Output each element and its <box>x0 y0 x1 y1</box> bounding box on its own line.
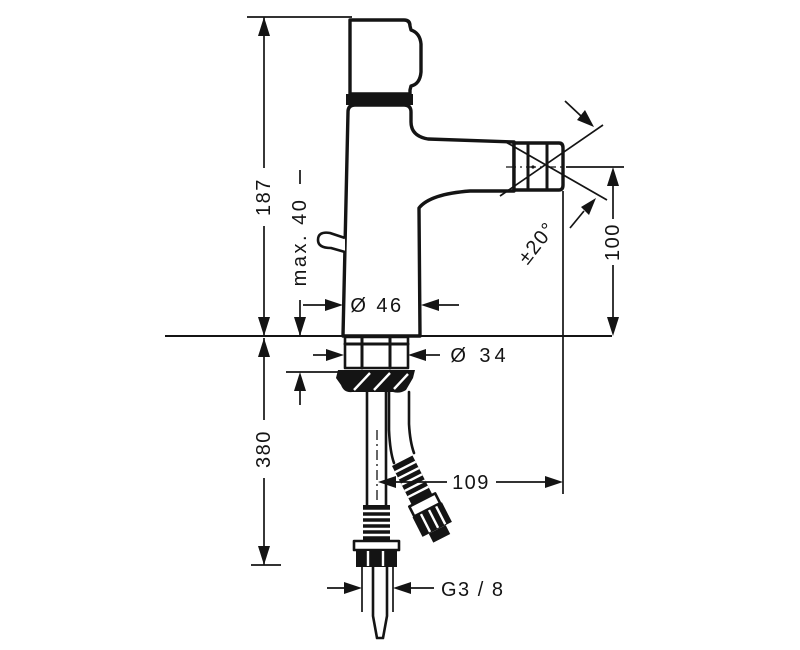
knob-collar-band <box>346 94 413 105</box>
nut-facet <box>427 509 440 529</box>
arrowhead <box>326 349 344 361</box>
dim-label-d34: Ø 34 <box>450 345 509 367</box>
connection-tail-pipe <box>371 565 389 640</box>
arrowhead <box>258 317 270 336</box>
pivot-dot <box>531 165 535 169</box>
arrowhead <box>607 317 619 336</box>
arrowhead <box>294 372 306 391</box>
arrowhead <box>325 299 343 311</box>
arrowhead <box>421 299 439 311</box>
leader-line <box>569 210 585 229</box>
swivel-ray-lower <box>503 140 608 201</box>
arrowhead <box>294 317 306 336</box>
handle-knob <box>348 18 423 96</box>
arrowhead <box>393 582 411 594</box>
arrowhead <box>258 17 270 36</box>
corrugation-rib <box>394 460 417 474</box>
corrugation-rib <box>407 485 429 499</box>
supply-hose-straight <box>352 390 401 640</box>
arrowhead <box>258 546 270 565</box>
dim-total-height: 187 <box>247 16 352 336</box>
arrowhead <box>581 198 596 215</box>
swivel-ray-upper <box>499 124 604 197</box>
nut-hatch <box>373 372 391 391</box>
nut-hatch <box>393 373 409 390</box>
corrugation-rib <box>400 473 423 486</box>
arrowhead <box>607 167 619 186</box>
dim-label-d46: Ø 46 <box>350 295 403 317</box>
corrugation-rib <box>397 466 420 480</box>
arrowhead <box>545 476 563 488</box>
dim-body-diameter: Ø 46 <box>303 295 459 317</box>
threaded-shank <box>343 335 410 370</box>
dim-max-deck-thickness: max. 40 <box>286 170 344 405</box>
arrowhead <box>258 338 270 357</box>
dim-label-swivel: ±20° <box>514 218 560 269</box>
faucet-body <box>341 103 516 338</box>
dim-label-187: 187 <box>253 178 275 216</box>
hose-wall <box>407 390 416 455</box>
hose-wall <box>387 390 396 465</box>
dim-label-100: 100 <box>602 223 624 261</box>
dim-spout-height: 100 <box>566 166 624 336</box>
fixture-outline <box>316 18 566 338</box>
hose-end-tip <box>428 525 451 543</box>
nut-facet <box>435 505 447 525</box>
union-nut <box>356 550 397 567</box>
popup-lever <box>316 231 346 254</box>
hose-end-assembly <box>392 455 452 543</box>
dim-spout-reach: 109 <box>378 191 564 494</box>
dim-shank-diameter: Ø 34 <box>313 345 509 367</box>
dim-label-109: 109 <box>452 472 490 494</box>
arrowhead <box>344 582 362 594</box>
arrowhead <box>408 349 426 361</box>
dim-label-g38: G3 / 8 <box>441 579 504 601</box>
dim-thread-size: G3 / 8 <box>327 567 504 612</box>
union-flange <box>352 539 401 552</box>
dim-hose-drop: 380 <box>251 338 281 566</box>
arrowhead <box>577 110 594 127</box>
dim-label-380: 380 <box>253 430 275 468</box>
supply-hose-angled <box>387 390 452 543</box>
dimension-annotations: 187 380 max. 40 Ø 46 <box>247 16 624 612</box>
union-flange <box>408 492 442 518</box>
dim-label-max40: max. 40 <box>289 198 311 287</box>
nut-facet <box>419 513 432 533</box>
arrowhead <box>378 476 396 488</box>
leader-line <box>564 100 582 117</box>
under-deck-assembly <box>336 335 452 640</box>
union-nut <box>412 502 452 537</box>
nut-hatch <box>353 372 371 391</box>
